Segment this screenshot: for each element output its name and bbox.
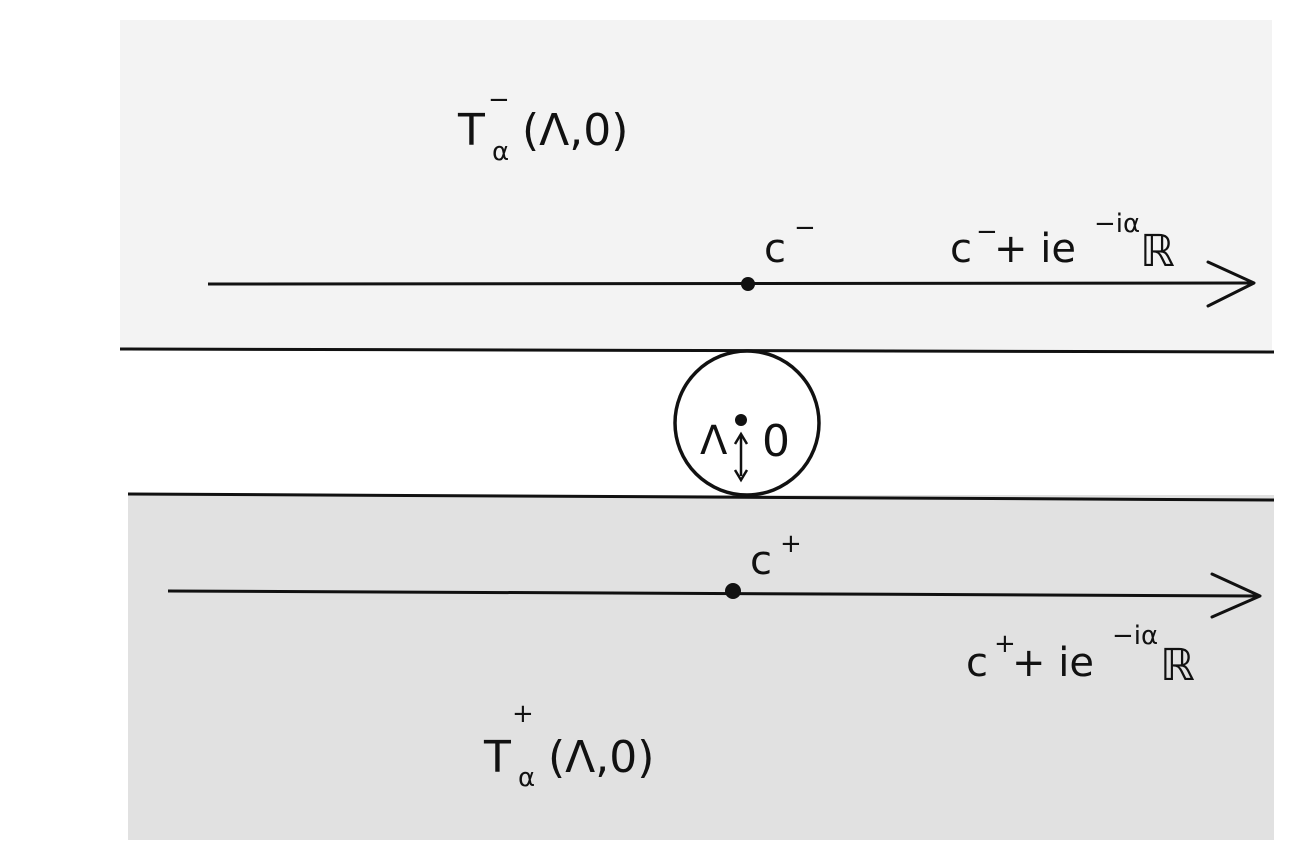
lower-region-label-sub: α bbox=[518, 763, 535, 793]
lower-point-label-sup: + bbox=[780, 529, 802, 559]
lower-line-label: c + + ie −iα ℝ bbox=[966, 621, 1195, 691]
upper-region-label-sub: α bbox=[492, 137, 509, 167]
upper-region-label-args: (Λ,0) bbox=[522, 105, 628, 156]
lower-line-label-base: c bbox=[966, 640, 988, 686]
lower-line-label-sup: + bbox=[994, 629, 1016, 659]
origin-disk: Λ 0 bbox=[673, 349, 821, 497]
lower-point-label: c + bbox=[750, 529, 802, 584]
upper-point-label: c − bbox=[764, 213, 816, 272]
upper-axis-arrowhead bbox=[1206, 260, 1256, 308]
upper-boundary-line bbox=[119, 347, 1275, 354]
upper-line-label-end: ℝ bbox=[1140, 226, 1175, 277]
disk-radius-label: Λ bbox=[700, 418, 728, 464]
disk-boundary bbox=[673, 349, 821, 497]
upper-line-label-exp: −iα bbox=[1094, 209, 1140, 239]
upper-line-label: c − + ie −iα ℝ bbox=[950, 209, 1175, 277]
upper-axis bbox=[207, 260, 1256, 308]
upper-region-label: T − α (Λ,0) bbox=[457, 85, 628, 167]
lower-region-label-args: (Λ,0) bbox=[548, 732, 654, 783]
upper-region-label-sup: − bbox=[488, 85, 510, 115]
upper-point-label-sup: − bbox=[794, 213, 816, 243]
upper-axis-line bbox=[207, 281, 1253, 286]
lower-axis-line bbox=[167, 589, 1259, 598]
upper-line-label-base: c bbox=[950, 226, 972, 272]
origin-point bbox=[735, 414, 747, 426]
upper-line-label-mid: + ie bbox=[994, 226, 1076, 272]
lower-region-label-sup: + bbox=[512, 699, 534, 729]
upper-region-label-base: T bbox=[457, 105, 485, 156]
upper-point-label-base: c bbox=[764, 226, 786, 272]
lower-boundary-line bbox=[127, 492, 1275, 502]
lower-point-label-base: c bbox=[750, 538, 772, 584]
lower-line-label-exp: −iα bbox=[1112, 621, 1158, 651]
upper-axis-point bbox=[741, 277, 755, 291]
disk-center-label: 0 bbox=[762, 416, 790, 467]
upper-region bbox=[120, 20, 1272, 350]
upper-line-label-sup: − bbox=[976, 217, 998, 247]
lower-axis-arrowhead bbox=[1210, 572, 1262, 619]
lower-region-label: T + α (Λ,0) bbox=[483, 699, 654, 793]
lower-axis bbox=[167, 572, 1262, 619]
lower-line-label-end: ℝ bbox=[1160, 640, 1195, 691]
lower-axis-point bbox=[725, 583, 741, 599]
radius-arrowhead-bottom bbox=[733, 469, 749, 483]
lower-region bbox=[128, 495, 1274, 840]
lower-line-label-mid: + ie bbox=[1012, 640, 1094, 686]
radius-arrowhead-top bbox=[733, 431, 749, 445]
lower-region-label-base: T bbox=[483, 732, 511, 783]
